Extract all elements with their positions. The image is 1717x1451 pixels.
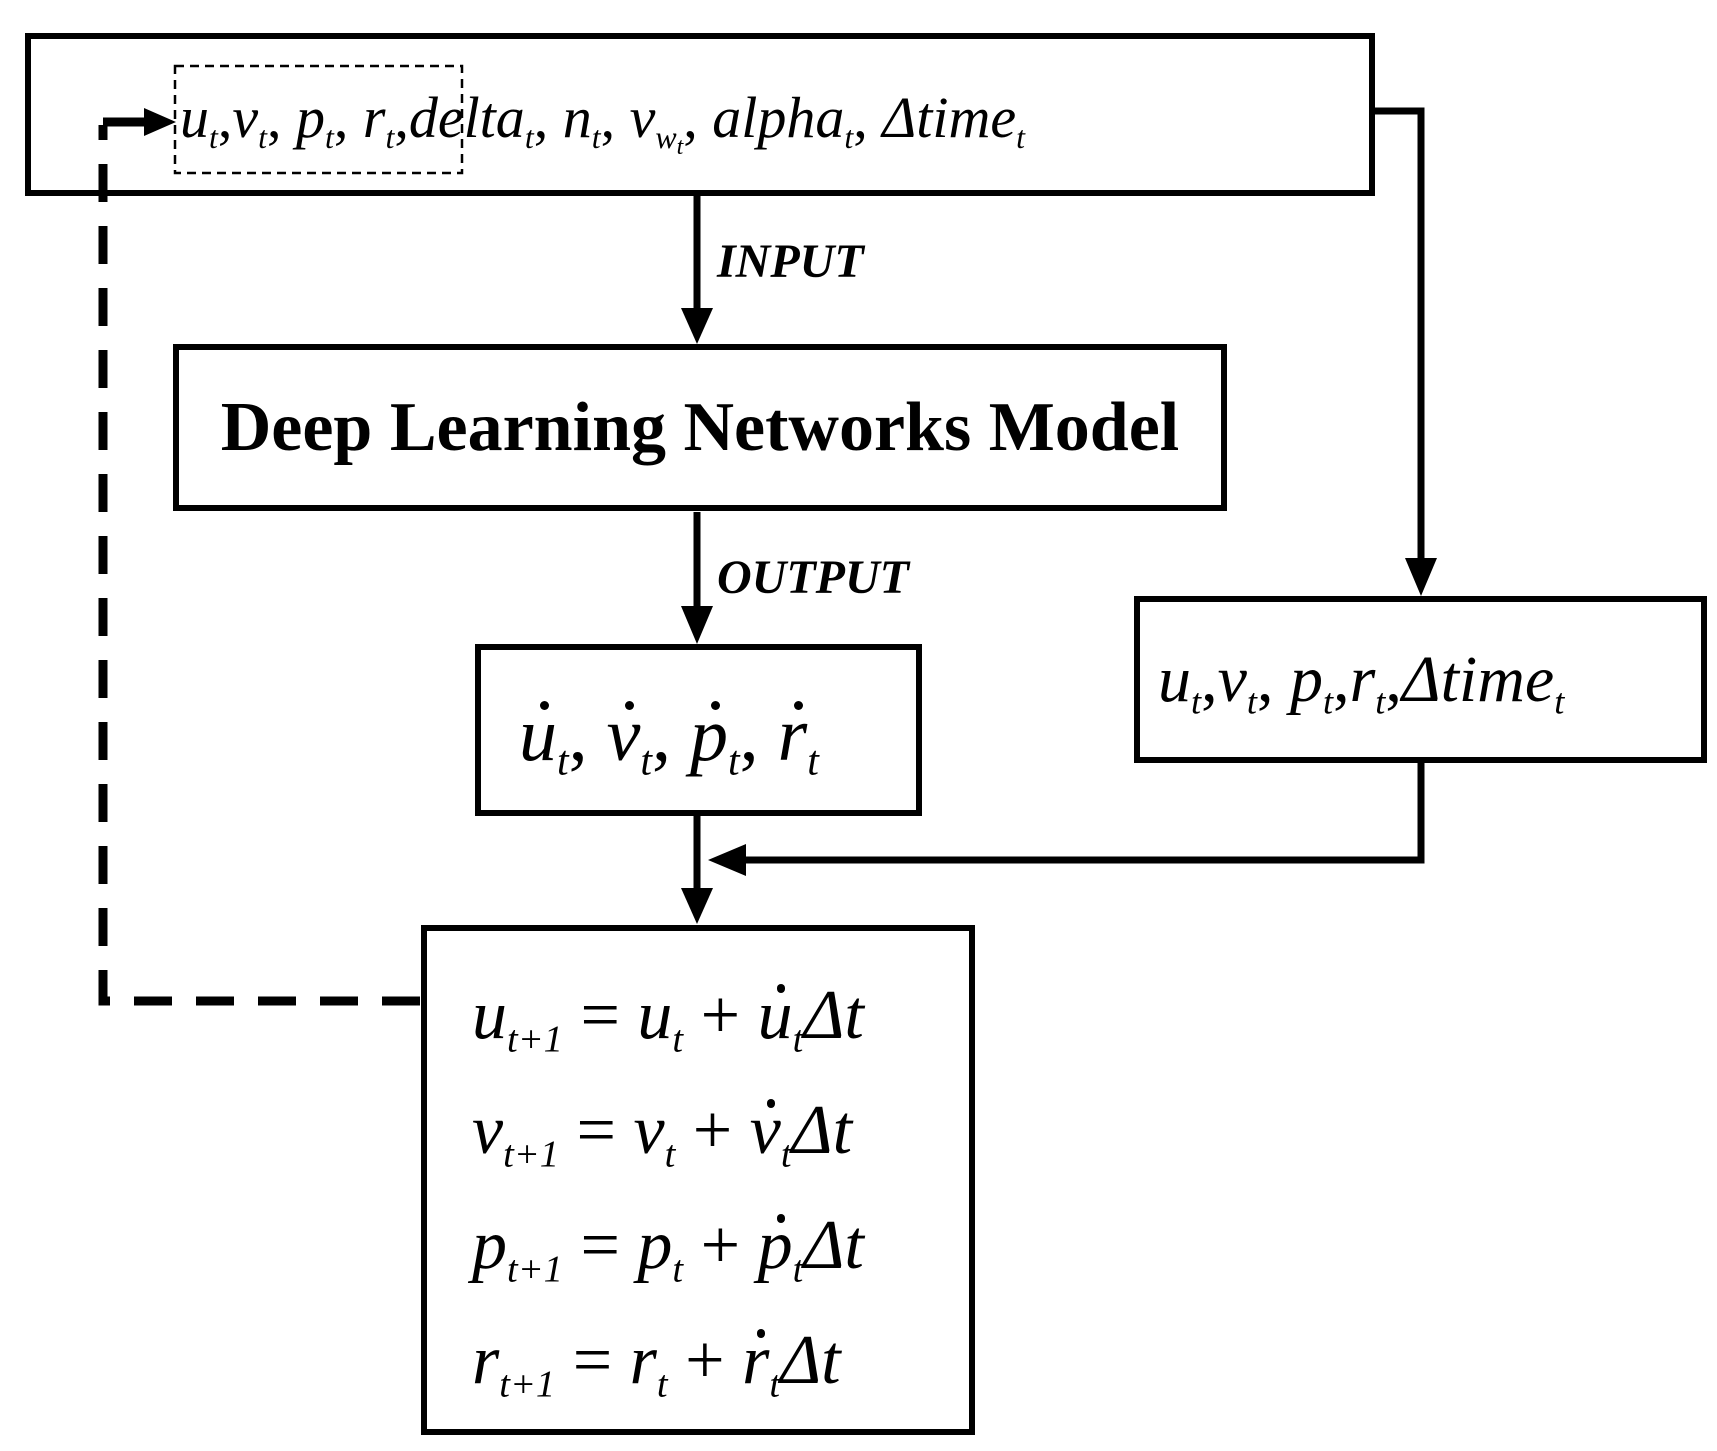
output-derivatives-box: ut, vt, pt, rt [475,644,922,816]
passthrough-expression: ut,vt, pt,rt,Δtimet [1158,643,1565,722]
arrowhead-input-to-model [681,308,713,344]
output-p-dot: pt [689,693,740,785]
update-equations-box: ut+1 = ut + utΔt vt+1 = vt + vtΔt pt+1 =… [421,925,975,1435]
input-state-r: rt [362,85,395,156]
arrowhead-output-to-update [681,888,713,924]
passthrough-box: ut,vt, pt,rt,Δtimet [1134,596,1707,763]
input-delta: deltat [408,85,534,156]
input-vw: vwt [629,85,684,161]
equation-v: vt+1 = vt + vtΔt [472,1092,853,1176]
passthrough-p: pt [1289,643,1334,722]
arrowhead-input-to-passthrough [1405,558,1437,596]
passthrough-r: rt [1349,643,1386,722]
feedback-dashed-loop [98,125,420,1006]
passthrough-delta-time: Δtimet [1401,643,1565,722]
equation-u: ut+1 = ut + utΔt [472,977,864,1061]
input-label: INPUT [717,235,864,288]
input-state-u: ut [180,85,218,156]
state-vars-dashed-selection [173,64,464,175]
output-derivatives-expression: ut, vt, pt, rt [519,693,819,785]
output-label: OUTPUT [717,551,909,604]
input-state-p: pt [296,85,334,156]
model-title: Deep Learning Networks Model [220,388,1180,466]
arrow-passthrough-to-merge [742,762,1425,864]
passthrough-v: vt [1217,643,1257,722]
equation-p: pt+1 = pt + ptΔt [472,1207,864,1291]
output-v-dot: vt [606,693,652,785]
arrow-input-to-passthrough [1371,107,1425,562]
input-vector-expression: ut,vt, pt, rt,deltat, nt, vwt, alphat, Δ… [180,85,1026,161]
passthrough-u: ut [1158,643,1202,722]
input-alpha: alphat [712,85,854,156]
input-n: nt [562,85,601,156]
arrowhead-model-to-output [681,606,713,644]
arrowhead-passthrough-to-merge [708,844,746,876]
output-u-dot: ut [519,693,569,785]
equation-r: rt+1 = rt + rtΔt [472,1322,841,1406]
input-vector-box [25,33,1375,196]
input-state-v: vt [232,85,267,156]
arrowhead-feedback [144,108,176,136]
output-r-dot: rt [777,693,819,785]
model-box: Deep Learning Networks Model [173,344,1227,511]
input-delta-time: Δtimet [882,85,1026,156]
